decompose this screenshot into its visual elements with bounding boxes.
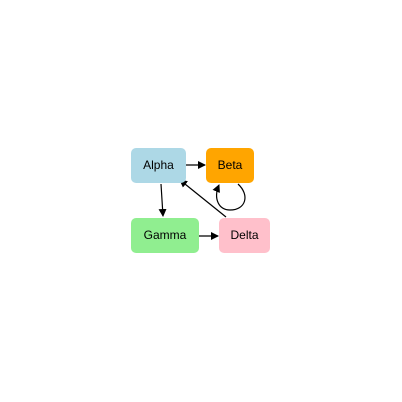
node-alpha[interactable]: Alpha bbox=[131, 148, 186, 183]
node-beta-label: Beta bbox=[218, 158, 243, 172]
node-gamma[interactable]: Gamma bbox=[131, 218, 199, 253]
node-delta-box bbox=[219, 218, 270, 253]
node-beta[interactable]: Beta bbox=[206, 148, 254, 183]
node-delta[interactable]: Delta bbox=[219, 218, 270, 253]
node-alpha-box bbox=[131, 148, 186, 183]
node-delta-label: Delta bbox=[230, 228, 258, 242]
node-alpha-label: Alpha bbox=[143, 158, 174, 172]
edges bbox=[158, 161, 246, 240]
edge-delta-to-alpha bbox=[179, 179, 227, 218]
node-gamma-box bbox=[131, 218, 199, 253]
node-gamma-label: Gamma bbox=[144, 228, 187, 242]
edge-alpha-to-gamma bbox=[158, 183, 167, 217]
edge-beta-self-loop bbox=[212, 183, 246, 211]
node-beta-box bbox=[206, 148, 254, 183]
